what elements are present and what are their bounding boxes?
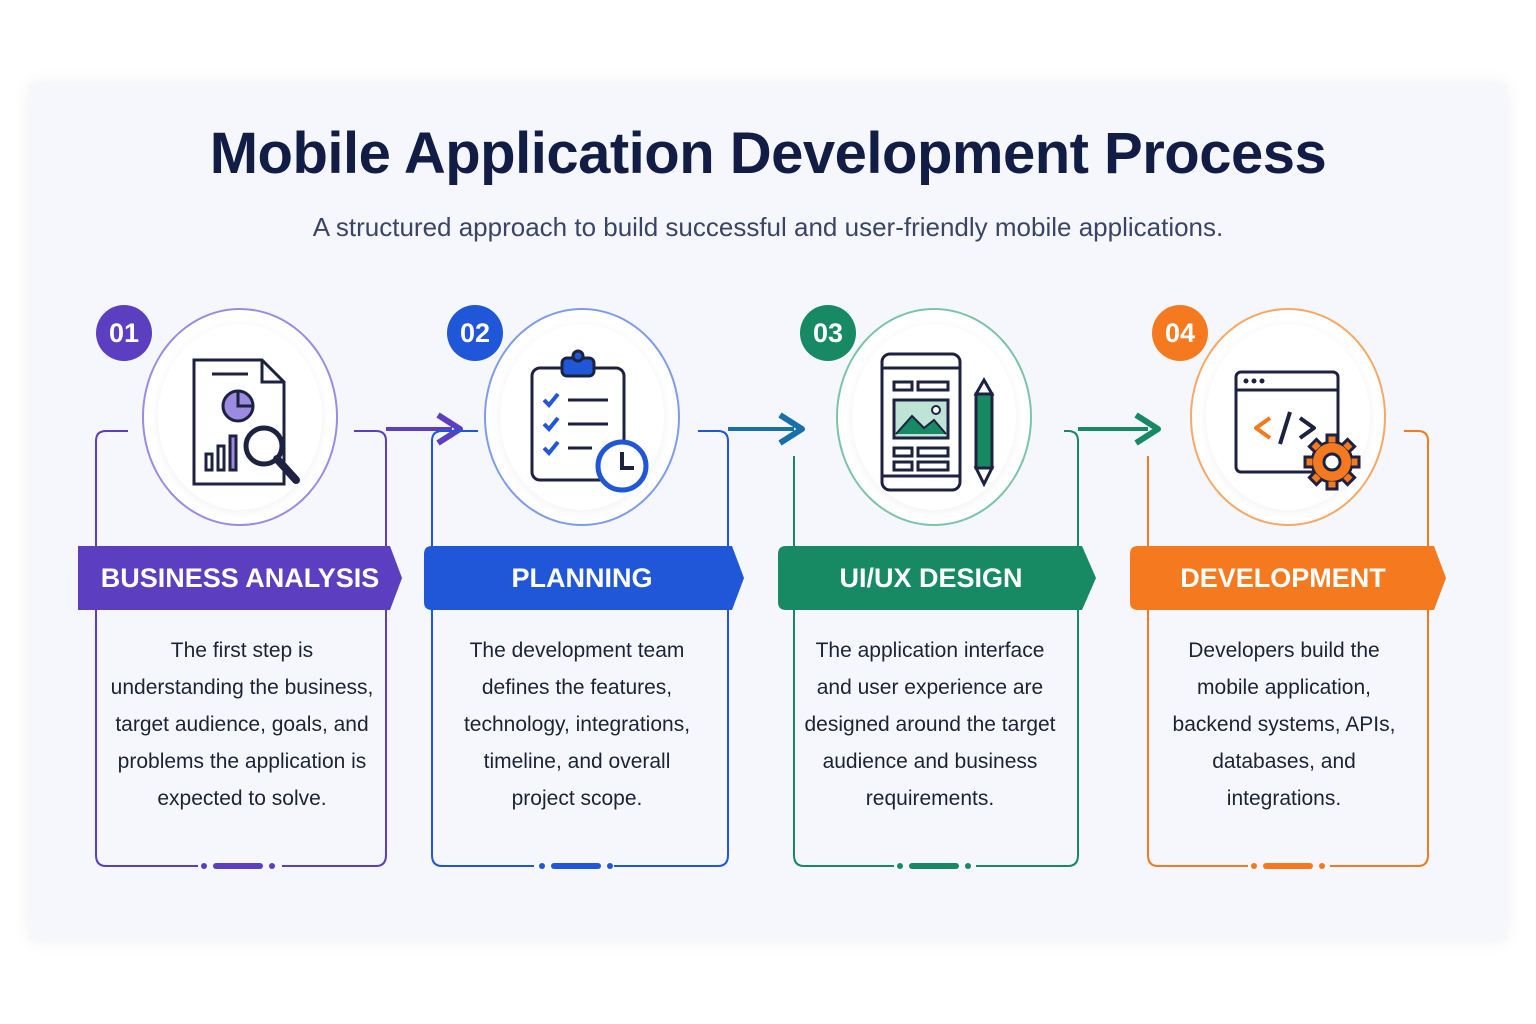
page-subtitle: A structured approach to build successfu… [312, 212, 1224, 242]
step-icon-circle [142, 308, 338, 526]
step-planning: 02 PLANNING The development team defines… [420, 0, 760, 1024]
step-description: The application interface and user exper… [804, 639, 1056, 810]
step-banner-shape [1130, 546, 1446, 610]
arrow-right-icon [386, 412, 463, 446]
step-banner-shape [78, 546, 402, 610]
step-icon-circle [836, 308, 1032, 526]
step-dots [897, 863, 971, 869]
document-chart-search-icon [192, 358, 300, 486]
step-frame [431, 430, 729, 867]
step-dots [539, 863, 613, 869]
step-number-badge: 04 [1152, 305, 1208, 361]
step-number-badge: 01 [96, 305, 152, 361]
step-label: PLANNING [511, 563, 653, 593]
step-description: The development team defines the feature… [463, 639, 691, 810]
step-frame [95, 430, 387, 867]
step-business-analysis: 01 BUSINESS ANALYSIS The first step is u… [0, 0, 420, 1024]
step-label: DEVELOPMENT [1180, 563, 1386, 593]
code-window-gear-icon [1234, 370, 1361, 491]
step-description: Developers build the mobile application,… [1172, 639, 1396, 810]
step-frame [1147, 430, 1429, 867]
step-icon-circle [484, 308, 680, 526]
arrow-right-icon [1078, 412, 1161, 446]
mobile-wireframe-pencil-icon [880, 352, 995, 492]
step-banner-shape [424, 546, 744, 610]
step-development: 04 DEVELOPMENT Developers build the mobi… [1124, 0, 1464, 1024]
step-description: The first step is understanding the busi… [110, 639, 374, 810]
step-icon-circle [1190, 308, 1386, 526]
step-banner-shape [778, 546, 1096, 610]
arrow-right-icon [728, 412, 805, 446]
step-label: UI/UX DESIGN [839, 563, 1023, 593]
step-frame [793, 430, 1079, 867]
step-label: BUSINESS ANALYSIS [100, 563, 380, 593]
step-dots [1251, 863, 1325, 869]
step-dots [201, 863, 275, 869]
step-number-badge: 02 [447, 305, 503, 361]
step-number-badge: 03 [800, 305, 856, 361]
step-ui-ux-design: 03 UI/UX DESIGN The application interfac… [770, 0, 1110, 1024]
clipboard-checklist-clock-icon [530, 349, 649, 493]
page-title: Mobile Application Development Process [209, 121, 1327, 186]
